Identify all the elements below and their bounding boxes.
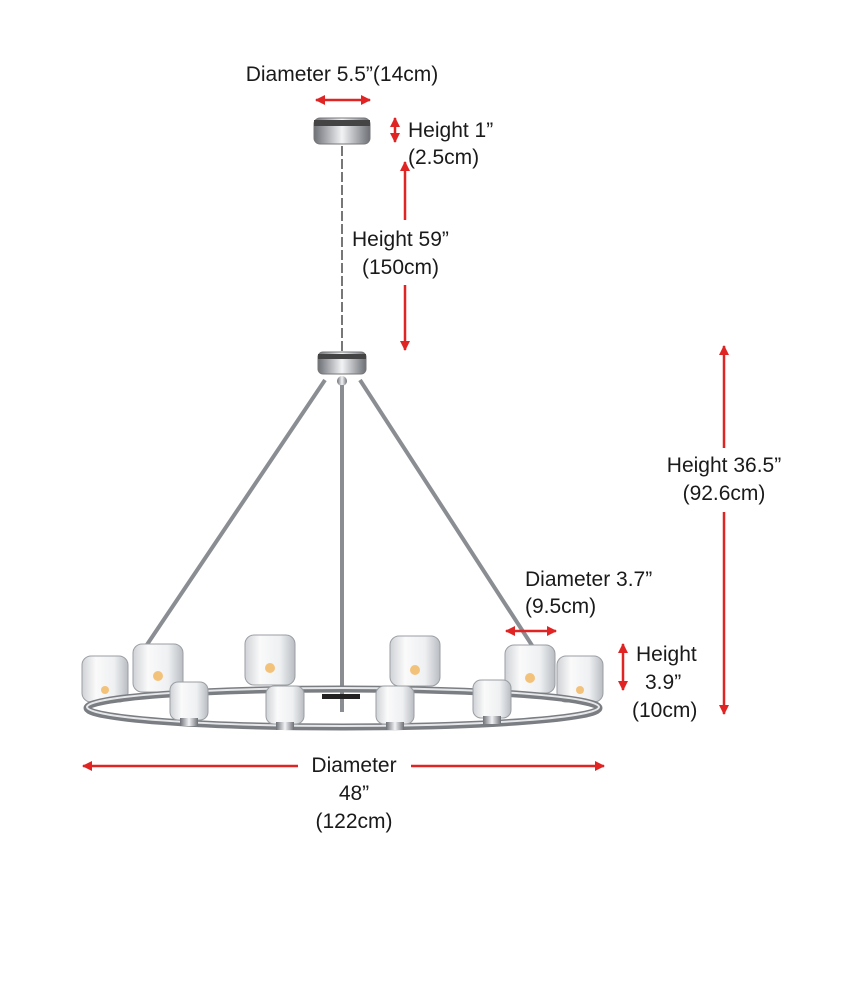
dimension-arrows xyxy=(82,95,729,771)
support-rods xyxy=(138,378,537,712)
chain-height-label: Height 59” xyxy=(352,228,449,251)
canopy xyxy=(313,117,371,145)
shade-height-metric: (10cm) xyxy=(632,699,698,722)
shade-height-label: Height xyxy=(636,643,697,666)
chain-height-metric: (150cm) xyxy=(362,256,440,279)
body-diameter-label: Diameter xyxy=(311,754,397,777)
hub xyxy=(317,351,367,386)
body-diameter-imperial: 48” xyxy=(338,782,370,805)
body-height-label: Height 36.5” xyxy=(666,454,782,477)
shade-diameter-metric: (9.5cm) xyxy=(525,595,597,618)
canopy-diameter-label: Diameter 5.5”(14cm) xyxy=(245,63,439,86)
canopy-height-label: Height 1” xyxy=(408,119,494,142)
shade-diameter-label: Diameter 3.7” xyxy=(525,568,653,591)
body-diameter-metric: (122cm) xyxy=(315,810,393,833)
canopy-height-metric: (2.5cm) xyxy=(408,146,480,169)
body-height-metric: (92.6cm) xyxy=(682,482,766,505)
shades-back xyxy=(81,634,604,703)
shade-height-imperial: 3.9” xyxy=(645,671,682,694)
shades-front xyxy=(169,679,512,730)
